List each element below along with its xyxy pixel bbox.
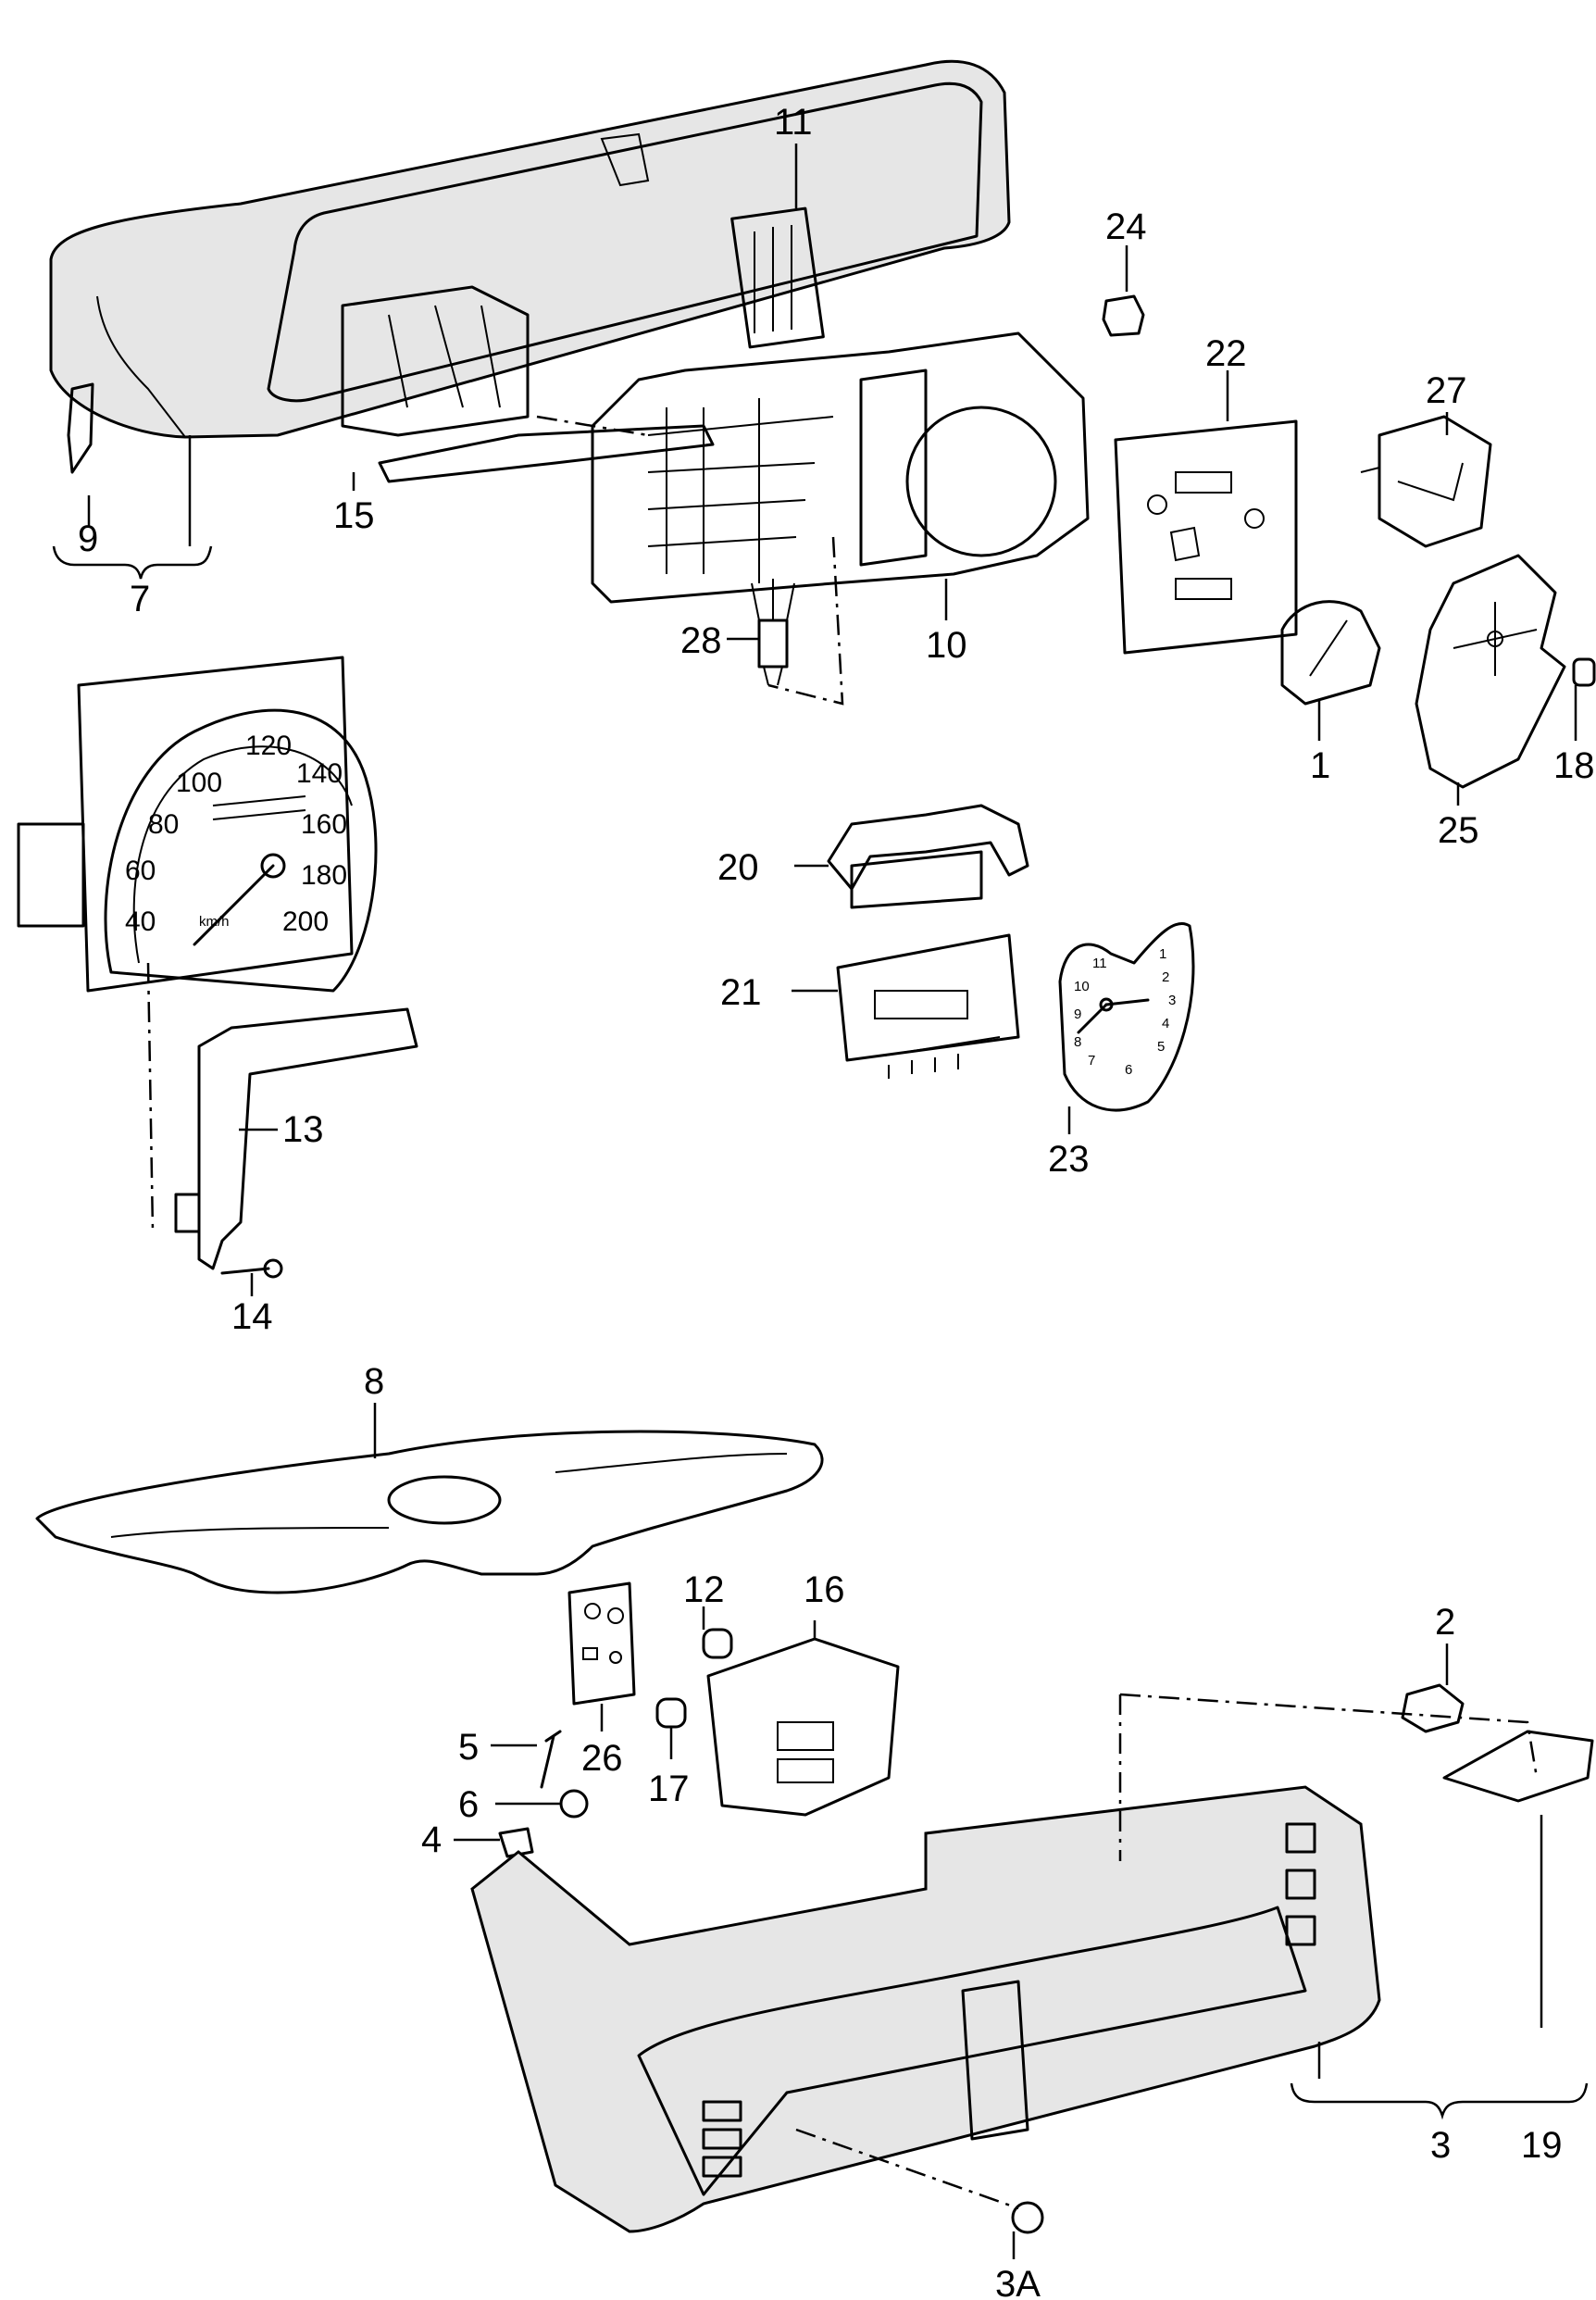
bulb-3a-part [1011, 2201, 1044, 2234]
speedo-tick-180: 180 [301, 860, 347, 891]
label-part-11: 11 [774, 102, 813, 143]
label-part-4: 4 [421, 1819, 442, 1860]
clock-numeral-3: 3 [1168, 993, 1176, 1008]
speedo-tick-160: 160 [301, 809, 347, 840]
label-part-10: 10 [926, 625, 967, 666]
speedo-tick-140: 140 [296, 758, 343, 789]
label-part-20: 20 [717, 847, 759, 888]
group-brackets [52, 545, 1589, 2120]
label-part-1: 1 [1310, 745, 1330, 786]
clip-part [67, 382, 94, 474]
clock-numeral-7: 7 [1088, 1053, 1095, 1069]
speedo-tick-80: 80 [148, 809, 179, 840]
connector-part [730, 206, 825, 349]
sender-part [751, 579, 795, 686]
printed-circuit-part [591, 331, 1090, 604]
washer-6-part [559, 1789, 589, 1819]
speedo-tick-40: 40 [125, 906, 156, 937]
insulation-mat-part [35, 1430, 824, 1594]
assembly-lines [146, 415, 1539, 2210]
label-part-16: 16 [804, 1569, 845, 1610]
label-part-27: 27 [1426, 370, 1467, 411]
label-part-7: 7 [130, 579, 150, 619]
label-part-5: 5 [458, 1727, 479, 1768]
holder-part [341, 285, 715, 483]
label-part-22: 22 [1205, 333, 1247, 374]
holder-upper-part [827, 804, 1029, 909]
instrument-housing-part [470, 1785, 1381, 2233]
screw-part [220, 1258, 283, 1279]
label-part-12: 12 [683, 1569, 725, 1610]
clock-numeral-1: 1 [1159, 946, 1166, 962]
clock-numeral-5: 5 [1157, 1039, 1165, 1055]
label-part-2: 2 [1435, 1602, 1455, 1643]
bracket-part [836, 933, 1020, 1079]
clock-numeral-4: 4 [1162, 1016, 1169, 1031]
screw-5-part [540, 1730, 562, 1789]
label-part-14: 14 [231, 1296, 273, 1337]
bulb-12-part [702, 1628, 733, 1659]
clock-numeral-11: 11 [1092, 956, 1107, 971]
clock-numeral-2: 2 [1162, 969, 1169, 985]
clock-numeral-8: 8 [1074, 1034, 1081, 1050]
bracket-19-part [1442, 1730, 1594, 1803]
speedometer-part: 40 60 80 100 120 140 160 180 200 km/h [17, 656, 378, 993]
label-part-3: 3 [1430, 2125, 1451, 2166]
label-part-3a: 3A [995, 2264, 1041, 2300]
label-part-26: 26 [581, 1738, 623, 1779]
dial-plate-part [1415, 554, 1566, 789]
switch-housing-part [706, 1637, 900, 1817]
clip-4-part [498, 1827, 534, 1858]
speedo-unit: km/h [199, 914, 230, 930]
speedo-tick-60: 60 [125, 856, 156, 886]
label-part-13: 13 [282, 1109, 324, 1150]
panel-part [1114, 419, 1298, 655]
clock-numeral-6: 6 [1125, 1062, 1132, 1078]
label-part-18: 18 [1553, 745, 1595, 786]
label-part-8: 8 [364, 1361, 384, 1402]
label-part-25: 25 [1438, 810, 1479, 851]
clock-numeral-9: 9 [1074, 1006, 1081, 1022]
holder-2-part [1401, 1683, 1465, 1733]
speedo-tick-200: 200 [282, 906, 329, 937]
label-part-19: 19 [1521, 2125, 1563, 2166]
label-part-17: 17 [648, 1769, 690, 1809]
fuel-gauge-part [1280, 600, 1381, 706]
label-part-24: 24 [1105, 206, 1147, 247]
label-part-15: 15 [333, 495, 375, 536]
label-part-23: 23 [1048, 1139, 1090, 1180]
clock-part: 1 2 3 4 5 6 7 8 9 10 11 [1058, 921, 1195, 1112]
gauge-part [1360, 415, 1492, 548]
label-part-6: 6 [458, 1784, 479, 1825]
clock-numeral-10: 10 [1074, 979, 1090, 994]
leader-lines [87, 144, 1577, 2259]
part-number-labels: 1 2 3 3A 4 5 6 7 8 9 10 11 12 13 14 15 1… [78, 102, 1595, 2300]
bulb-17-part [655, 1697, 687, 1729]
hood-cover-part [49, 59, 1011, 439]
speedo-tick-100: 100 [176, 768, 222, 798]
label-part-9: 9 [78, 519, 98, 559]
label-part-21: 21 [720, 972, 762, 1013]
symbol-insert-part [567, 1581, 636, 1706]
speedo-tick-120: 120 [245, 731, 292, 761]
bulb-part [1572, 657, 1596, 687]
circuit-strip-part [174, 1007, 418, 1270]
label-part-28: 28 [680, 620, 722, 661]
bulb-holder-part [1102, 294, 1145, 337]
